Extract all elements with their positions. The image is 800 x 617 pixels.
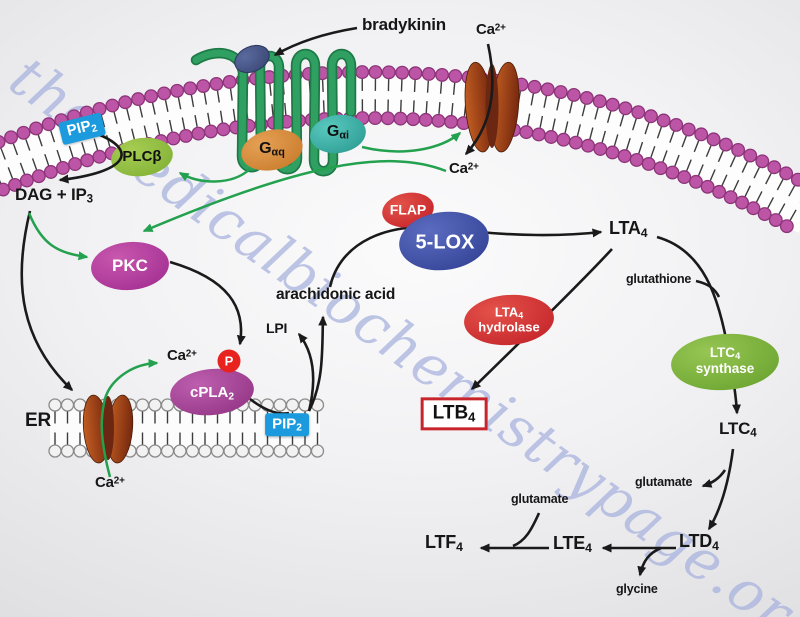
ltd4-label: LTD4 <box>679 531 719 553</box>
phosphate-badge: P <box>217 349 241 373</box>
lta4-label: LTA4 <box>609 218 648 240</box>
calcium-label-cytosol: Ca2+ <box>449 160 479 177</box>
glycine-label: glycine <box>616 582 658 596</box>
ltf4-label: LTF4 <box>425 532 463 554</box>
arrow-dag-activates-pkc <box>27 212 89 261</box>
five-lox-blob <box>399 211 489 271</box>
er-label: ER <box>25 410 51 431</box>
arrow-release-glycine <box>637 546 662 577</box>
arrow-ca-activates-pkc <box>142 159 447 233</box>
pkc-blob <box>91 241 169 291</box>
ltc4-synthase-label: LTC4 synthase <box>695 345 755 376</box>
ltc4-synthase-blob <box>671 333 779 391</box>
arrow-release-glutamate-right <box>701 469 727 488</box>
arrow-bradykinin-to-receptor <box>273 26 358 57</box>
er-calcium-channel-icon <box>82 394 134 464</box>
arrow-glutathione-branch <box>695 279 721 298</box>
plc-beta-label: PLCβ <box>122 148 162 166</box>
bradykinin-ligand-blob <box>234 44 270 74</box>
arrows-over <box>20 26 735 577</box>
arrow-gai-activates-channel <box>361 132 462 153</box>
arrow-pkc-phosphorylates-cpla2 <box>169 260 246 346</box>
ltb4-product-box: LTB4 <box>420 397 488 431</box>
calcium-label-extracellular: Ca2+ <box>476 21 506 38</box>
arrow-release-arachidonic-acid <box>307 315 328 412</box>
arrow-glutamate-left-branch <box>512 512 541 548</box>
arrow-ltc4-to-ltd4 <box>707 448 735 531</box>
g-alpha-i-blob <box>310 114 366 154</box>
arrow-ip3-to-er-channel <box>20 210 74 392</box>
bradykinin-label: bradykinin <box>362 15 446 34</box>
pip2-er-badge: PIP2 <box>265 413 309 437</box>
lpi-label: LPI <box>266 320 288 336</box>
glutamate-label-left: glutamate <box>511 492 569 506</box>
arrow-er-ca-to-cpla2 <box>100 358 159 478</box>
calcium-label-er: Ca2+ <box>95 474 125 491</box>
g-alpha-q-label: Gαq <box>259 140 285 159</box>
cpla2-blob <box>170 368 254 416</box>
lta4-hydrolase-label: LTA4 hydrolase <box>478 304 540 335</box>
arrow-release-lpi <box>297 332 315 412</box>
cpla2-label: cPLA2 <box>189 383 235 403</box>
glutamate-label-right: glutamate <box>635 475 693 489</box>
calcium-label-cpla2: Ca2+ <box>167 347 197 364</box>
ltc4-label: LTC4 <box>719 419 757 440</box>
arrow-pip2-to-dag <box>58 133 123 184</box>
plasma-calcium-channel-icon <box>464 61 520 153</box>
arachidonic-acid-label: arachidonic acid <box>276 286 396 303</box>
glutathione-label: glutathione <box>626 272 692 286</box>
pkc-label: PKC <box>112 256 148 276</box>
lta4-hydrolase-blob <box>464 294 554 346</box>
g-alpha-q-blob <box>241 129 303 171</box>
lte4-label: LTE4 <box>553 533 592 555</box>
flap-label: FLAP <box>389 201 427 218</box>
g-alpha-i-label: Gαi <box>326 123 350 142</box>
arrow-gaq-activates-plcb <box>178 168 251 183</box>
arrow-ca-influx <box>464 43 494 156</box>
dag-ip3-label: DAG + IP3 <box>15 185 93 206</box>
protein-blobs <box>91 44 779 416</box>
plc-beta-blob <box>111 137 173 177</box>
five-lox-label: 5-LOX <box>415 231 475 254</box>
